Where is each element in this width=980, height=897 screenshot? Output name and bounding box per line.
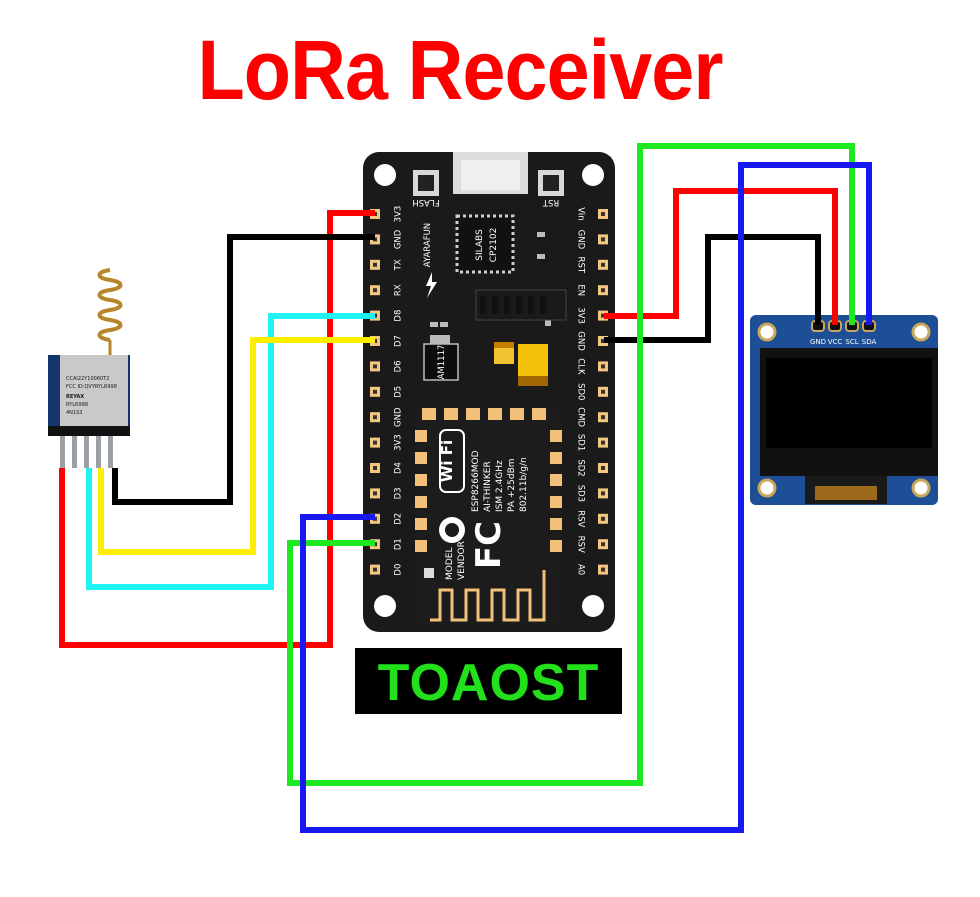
pin-label-left-tx: TX [394, 259, 404, 271]
pin-hole [601, 542, 605, 547]
pin-hole [601, 389, 605, 394]
pin-label-left-d7: D7 [394, 335, 404, 347]
pin-label-left-d0: D0 [394, 564, 404, 576]
lora-label-5: 4N1S3 [66, 410, 82, 416]
pin-label-right-gnd: GND [576, 230, 586, 250]
pin-label-right-sd3: SD3 [576, 485, 586, 502]
rst-button-label: RST [542, 197, 559, 207]
wire-black-lora-gnd [112, 234, 375, 505]
lora-module: CCAI22Y10060T2 FCC ID:QVYRYLR998 REYAX R… [48, 268, 130, 468]
wire-red-lora-3v3 [59, 210, 375, 648]
pin-hole [601, 466, 605, 470]
module-line-3: ISM 2.4GHz [495, 460, 505, 512]
pin-hole [373, 466, 377, 470]
pin-label-left-d6: D6 [394, 360, 404, 372]
oled-pin-label-scl: SCL [845, 338, 858, 346]
module-line-2: AI-THINKER [483, 461, 493, 512]
pin-hole [373, 288, 377, 293]
pin-label-right-gnd: GND [576, 331, 586, 351]
pin-label-left-d5: D5 [394, 386, 404, 398]
lightning-icon [426, 272, 437, 298]
vendor-label: VENDOR [457, 541, 467, 580]
regulator-label: AM1117 [437, 345, 447, 380]
pin-hole [601, 491, 605, 496]
voltage-regulator [423, 343, 459, 381]
pin-hole [373, 364, 377, 369]
pin-hole [601, 364, 605, 369]
maker-label: AYARAFUN [423, 223, 433, 267]
pin-label-right-rsv: RSV [576, 536, 586, 553]
wifi-logo-text: Wi Fi [438, 440, 456, 482]
wire-red-oled-vcc [604, 188, 838, 325]
pin-label-right-cmd: CMD [576, 407, 586, 427]
wire-green-oled-scl [287, 143, 855, 786]
pin-label-left-d1: D1 [394, 538, 404, 550]
pin-hole [601, 313, 605, 318]
pcb-antenna [430, 570, 546, 622]
pin-label-right-3v3: 3V3 [576, 307, 586, 324]
lora-label-2: FCC ID:QVYRYLR998 [66, 384, 117, 390]
brand-label: TOAOST [355, 648, 622, 714]
pin-label-right-en: EN [576, 284, 586, 296]
pin-hole [373, 415, 377, 420]
oled-pin-label-sda: SDA [862, 338, 877, 346]
pin-label-right-sd2: SD2 [576, 459, 586, 476]
module-line-4: PA +25dBm [507, 458, 517, 512]
usb-chip-line1: SILABS [475, 229, 485, 261]
module-line-5: 802.11b/g/n [519, 457, 529, 512]
pin-hole [373, 440, 377, 445]
pin-hole [601, 440, 605, 445]
wire-blue-oled-sda [300, 162, 872, 833]
wire-yellow-lora-d7 [98, 337, 375, 555]
spring-antenna [97, 268, 123, 342]
pin-label-left-3v3: 3V3 [394, 206, 404, 223]
oled-pin-label-gnd: GND [810, 338, 826, 346]
pin-label-left-d4: D4 [394, 462, 404, 474]
oled-pin-label-vcc: VCC [828, 338, 843, 346]
pin-hole [373, 567, 377, 572]
pin-hole [373, 262, 377, 267]
pin-label-left-d2: D2 [394, 513, 404, 525]
module-line-1: ESP8266MOD [471, 450, 481, 512]
pin-label-right-sd1: SD1 [576, 434, 586, 451]
nodemcu-board: FLASH RST SILABS CP2102 AYARAFUN AM1117 [363, 152, 615, 632]
pin-label-right-a0: A0 [576, 564, 586, 575]
pin-hole [601, 339, 605, 343]
pin-label-left-gnd: GND [394, 407, 404, 427]
wires [59, 143, 872, 833]
pin-hole [601, 237, 605, 242]
pin-label-right-clk: CLK [576, 358, 586, 375]
model-label: MODEL [445, 548, 455, 580]
pin-hole [601, 212, 605, 216]
pin-label-left-d8: D8 [394, 310, 404, 322]
flash-button-label: FLASH [412, 197, 439, 207]
usb-chip-line2: CP2102 [489, 228, 499, 263]
pin-label-left-d3: D3 [394, 487, 404, 499]
pin-label-right-sd0: SD0 [576, 383, 586, 400]
diagram-title: LoRa Receiver [197, 23, 724, 117]
usb-chip [455, 214, 515, 274]
pin-hole [601, 516, 605, 521]
pin-label-left-gnd: GND [394, 229, 404, 249]
pin-hole [601, 262, 605, 267]
pin-hole [601, 567, 605, 572]
wire-black-oled-gnd [604, 234, 821, 343]
pin-label-right-rsv: RSV [576, 510, 586, 527]
pin-hole [601, 288, 605, 293]
fc-mark: FC [469, 521, 509, 569]
pin-hole [601, 415, 605, 420]
wifi-logo [439, 429, 465, 493]
pin-hole [373, 491, 377, 496]
lora-label-4: RYLR998 [66, 402, 88, 408]
pin-label-right-vin: Vin [576, 207, 586, 220]
pin-label-right-rst: RST [576, 257, 586, 274]
lora-label-1: CCAI22Y10060T2 [66, 376, 109, 382]
pin-label-left-3v3: 3V3 [394, 434, 404, 451]
wire-cyan-lora-d8 [86, 313, 375, 590]
pin-label-left-rx: RX [394, 284, 404, 296]
pin-hole [373, 389, 377, 394]
lora-label-3: REYAX [66, 394, 84, 400]
